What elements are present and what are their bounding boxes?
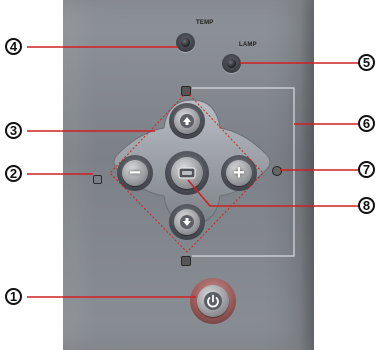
leader-line-8-diagonal [187,179,211,207]
callout-8: 8 [358,197,375,214]
minus-button[interactable]: − [117,155,153,191]
dpad-highlight-diamond [109,91,264,253]
callout-3: 3 [5,122,22,139]
callout-1: 1 [5,288,22,305]
callout-4: 4 [5,38,22,55]
lamp-label: LAMP [239,42,257,48]
lamp-led-lens [227,59,236,68]
lamp-indicator-led [222,54,241,73]
callout-7: 7 [358,161,375,178]
top-small-marker [181,86,191,96]
temp-label: TEMP [196,20,214,26]
minus-icon: − [129,162,141,184]
arrow-down-icon [180,215,194,229]
menu-rectangle-icon [178,167,196,179]
up-button[interactable] [169,103,205,139]
power-icon [204,292,222,310]
plus-button[interactable]: + [221,155,257,191]
minus-button-cap [122,160,148,186]
temp-indicator-led [176,33,195,52]
power-button[interactable] [190,278,236,324]
left-small-marker [93,175,102,184]
callout-6: 6 [358,115,375,132]
plus-icon: + [233,162,245,184]
right-indicator-dot [272,166,282,176]
bottom-small-marker [181,256,191,266]
plus-button-cap [226,160,252,186]
menu-button[interactable] [165,151,209,195]
callout-5: 5 [358,54,375,71]
down-button[interactable] [169,204,205,240]
callout-2: 2 [5,165,22,182]
arrow-up-icon [180,114,194,128]
indicator-bracket-line [192,87,295,257]
panel-shadow-edge [300,0,314,350]
temp-led-lens [181,38,190,47]
